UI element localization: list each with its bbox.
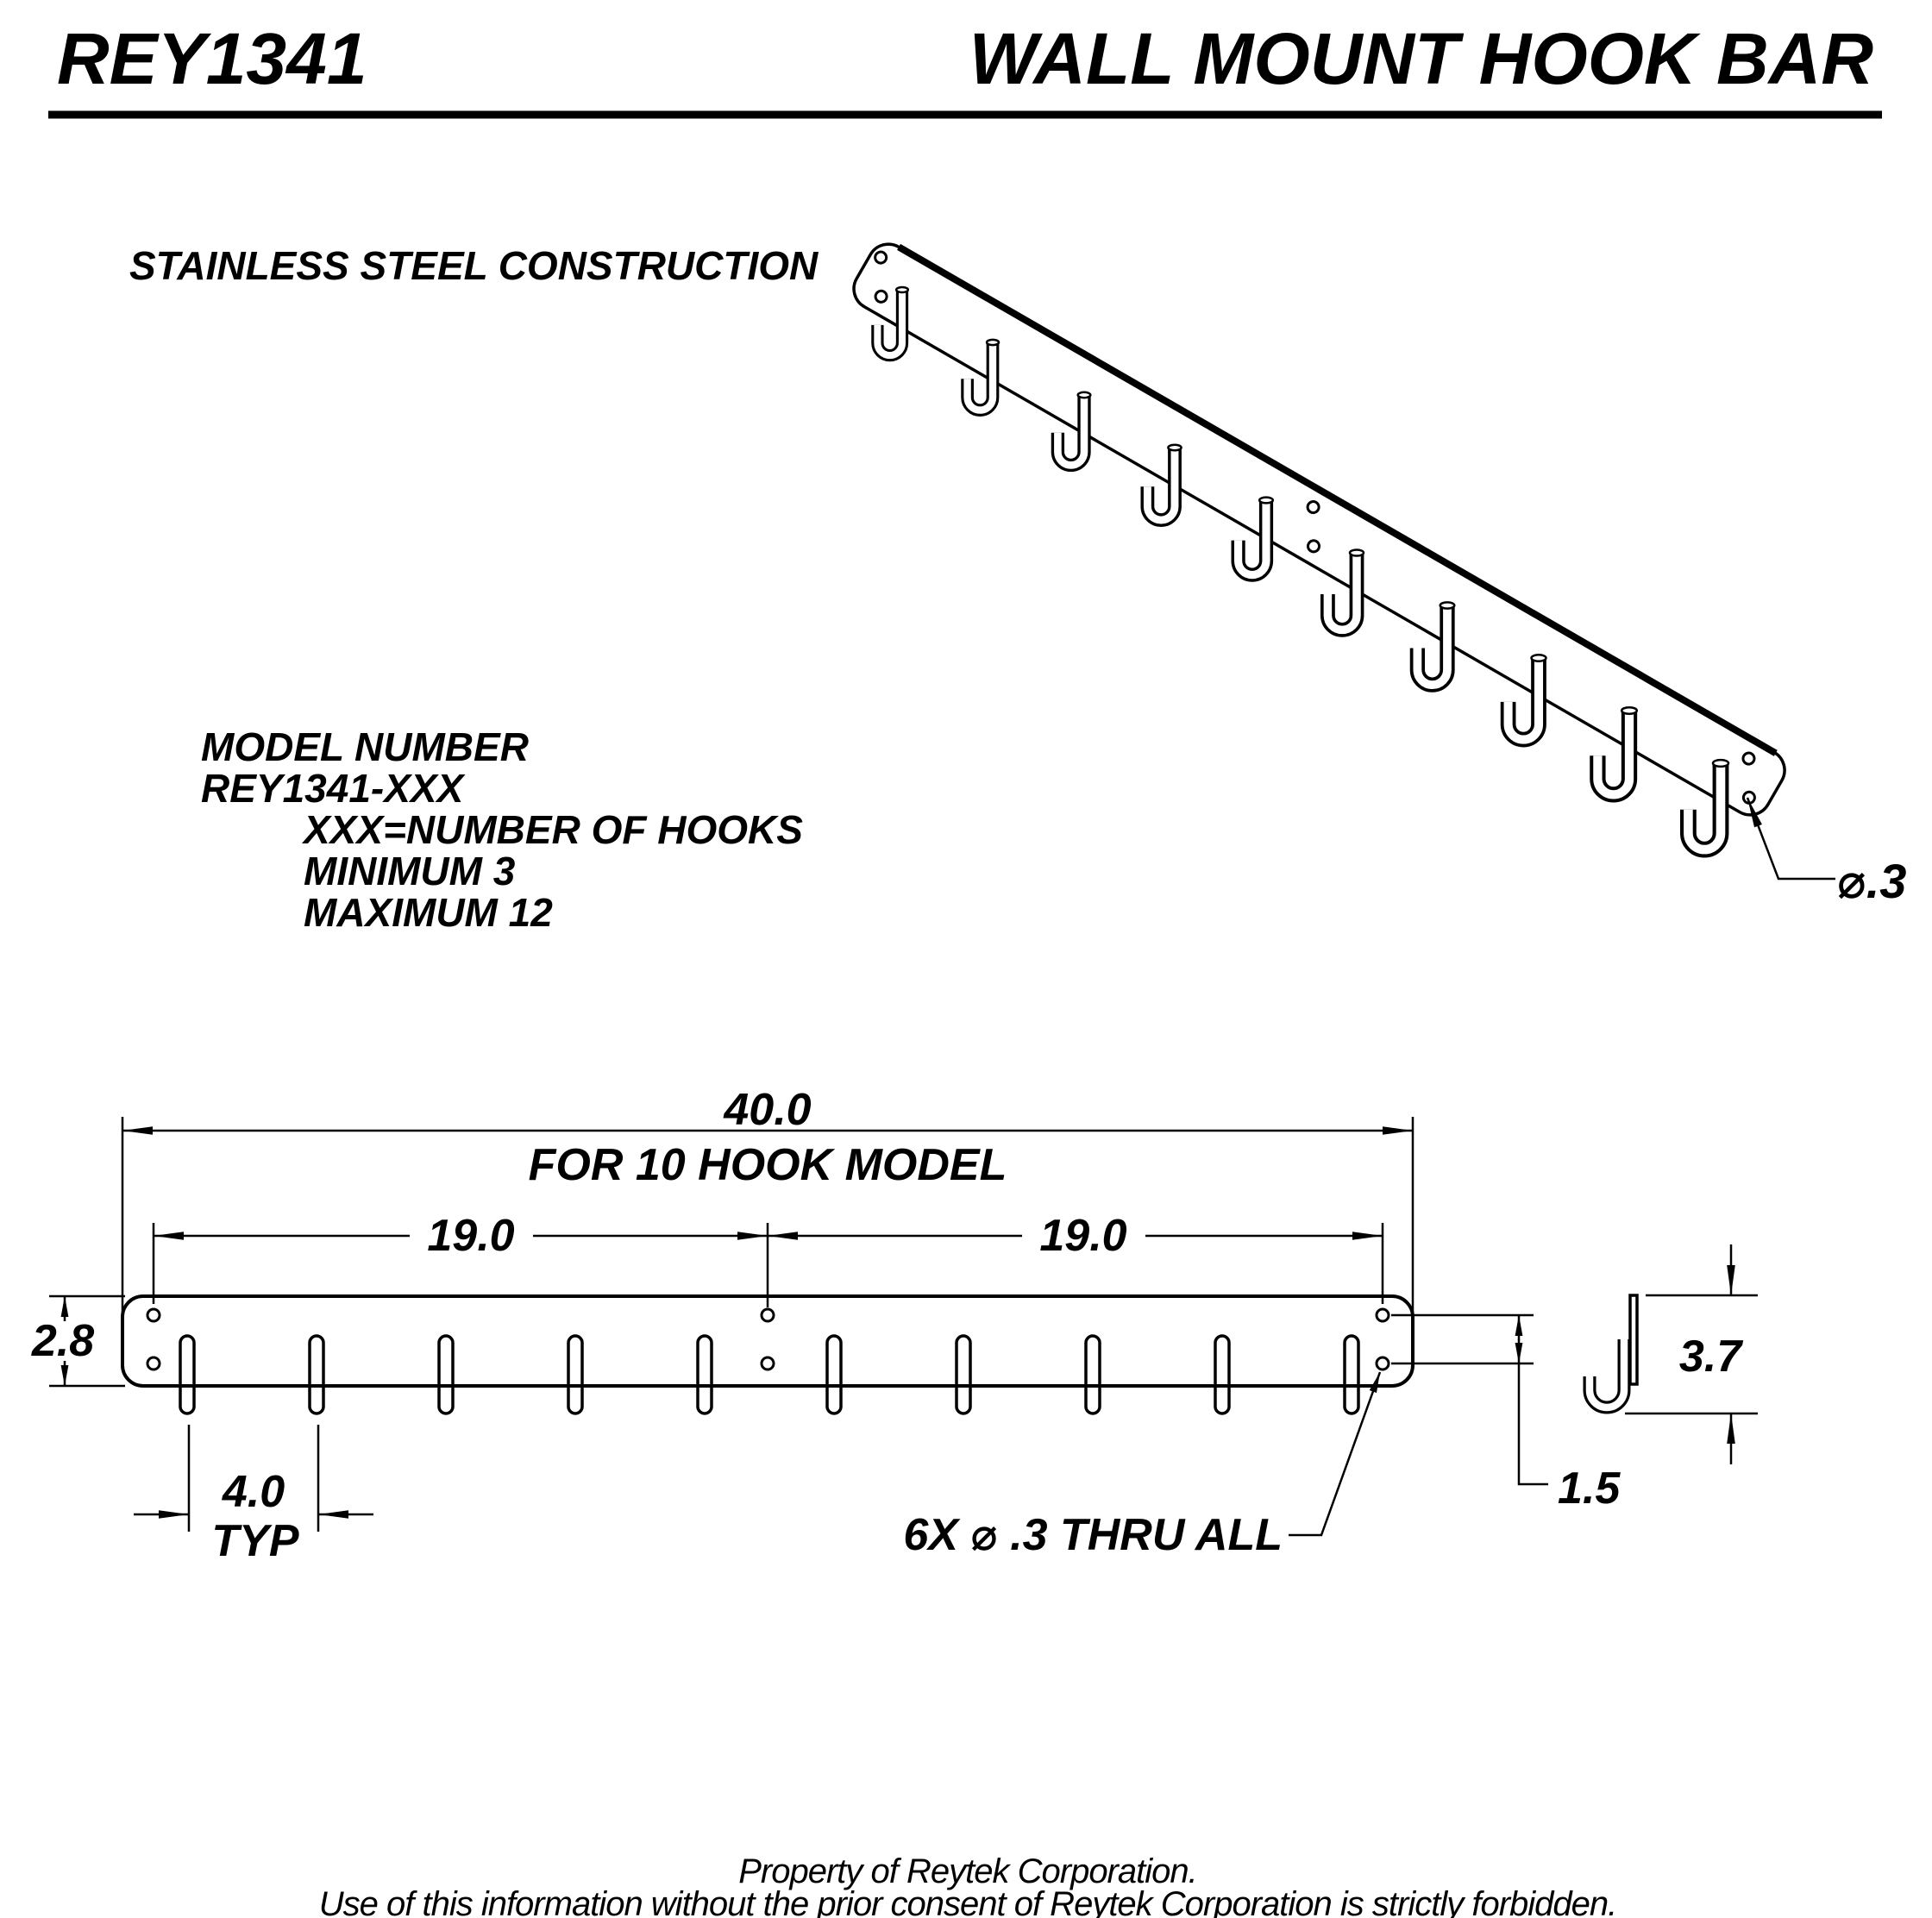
hook-post [1343, 1334, 1360, 1415]
model-number-note: MODEL NUMBER REY1341-XXX XXX=NUMBER OF H… [201, 724, 803, 935]
iso-hole [874, 289, 888, 304]
iso-hook-core [1413, 605, 1452, 689]
footer: Property of Reytek Corporation. Use of t… [319, 1852, 1618, 1918]
iso-hole-diameter-label: ⌀.3 [1837, 854, 1906, 908]
iso-hook-core [1323, 553, 1361, 635]
iso-hole [874, 250, 888, 265]
front-holes [146, 1307, 1390, 1371]
dimension-hook-height: 3.7 [1625, 1244, 1758, 1464]
iso-bar-plate [852, 242, 1786, 817]
iso-hooks [871, 285, 1730, 858]
hook-post [567, 1334, 584, 1415]
hook-post [179, 1334, 196, 1415]
hole-span-right-value: 19.0 [1039, 1211, 1126, 1261]
hole-offset-value: 1.5 [1558, 1464, 1621, 1514]
iso-hook-core [1684, 763, 1726, 855]
dimension-overall-length: 40.0 FOR 10 HOOK MODEL [121, 1085, 1414, 1344]
hook-post [825, 1334, 843, 1415]
hook-spacing-note: TYP [211, 1516, 298, 1566]
iso-hole-callout: ⌀.3 [1746, 797, 1906, 908]
model-minimum: MINIMUM 3 [304, 849, 516, 893]
dimension-bar-height: 2.8 [31, 1294, 125, 1388]
model-code-meaning: XXX=NUMBER OF HOOKS [301, 807, 803, 852]
model-maximum: MAXIMUM 12 [304, 890, 553, 935]
overall-length-note: FOR 10 HOOK MODEL [529, 1140, 1007, 1190]
iso-hook-core [1503, 658, 1544, 744]
iso-hook-tip [1711, 758, 1730, 768]
iso-hook-tip [985, 338, 1000, 347]
page-title: WALL MOUNT HOOK BAR [969, 18, 1874, 99]
iso-hook-tip [1076, 391, 1092, 399]
hook-spacing-value: 4.0 [222, 1467, 285, 1517]
doc-number: REY1341 [57, 18, 367, 99]
iso-hole [1307, 539, 1321, 554]
hole-span-left-value: 19.0 [427, 1211, 514, 1261]
hook-post [1084, 1334, 1101, 1415]
iso-hook-core [1593, 711, 1634, 799]
side-view [1583, 1294, 1639, 1414]
iso-hook-core [874, 290, 906, 360]
side-plate-edge [1628, 1294, 1639, 1386]
mount-hole [1375, 1356, 1390, 1371]
isometric-view: ⌀.3 [852, 242, 1906, 908]
model-code: REY1341-XXX [201, 766, 466, 811]
hook-height-value: 3.7 [1679, 1332, 1743, 1382]
hook-post [308, 1334, 325, 1415]
side-hook-core [1585, 1339, 1628, 1412]
hook-post [696, 1334, 713, 1415]
dimension-hook-spacing: 4.0 TYP [134, 1425, 373, 1566]
mount-hole [760, 1307, 775, 1323]
leader-line [1746, 797, 1835, 881]
iso-hole [1306, 500, 1320, 515]
front-view [121, 1294, 1414, 1415]
iso-hook-core [963, 342, 997, 414]
front-hook-posts [179, 1334, 1360, 1415]
construction-note: STAINLESS STEEL CONSTRUCTION [129, 243, 819, 288]
footer-line2: Use of this information without the prio… [319, 1885, 1617, 1918]
mount-hole [1375, 1307, 1390, 1323]
dimension-hole-spans: 19.0 19.0 [152, 1211, 1384, 1307]
footer-line1: Property of Reytek Corporation. [738, 1852, 1196, 1890]
iso-hook-core [1234, 500, 1270, 580]
mount-hole [146, 1307, 161, 1323]
overall-length-value: 40.0 [723, 1085, 811, 1135]
leader-line [1289, 1371, 1382, 1537]
bar-height-value: 2.8 [31, 1316, 94, 1366]
hook-post [1214, 1334, 1231, 1415]
iso-hook-core [1143, 448, 1179, 524]
iso-hook-tip [1439, 601, 1456, 610]
title-block: REY1341 WALL MOUNT HOOK BAR [48, 18, 1882, 119]
iso-hook-tip [894, 285, 910, 294]
dimension-hole-offset: 1.5 [1391, 1313, 1621, 1514]
hook-post [437, 1334, 455, 1415]
iso-hook-tip [1530, 654, 1547, 662]
iso-hole [1741, 751, 1756, 766]
dimension-hole-callout: 6X ⌀ .3 THRU ALL [903, 1371, 1382, 1560]
model-heading: MODEL NUMBER [201, 724, 529, 769]
iso-hook-tip [1258, 496, 1275, 505]
iso-hook-tip [1348, 548, 1365, 557]
mount-hole [760, 1356, 775, 1371]
iso-bar [852, 242, 1786, 817]
hook-post [955, 1334, 972, 1415]
iso-hook-core [1054, 395, 1088, 469]
iso-hook-tip [1620, 705, 1639, 716]
hole-callout-text: 6X ⌀ .3 THRU ALL [903, 1510, 1283, 1560]
iso-hook-tip [1167, 443, 1182, 452]
mount-hole [146, 1356, 161, 1371]
leader-line [1517, 1363, 1548, 1486]
iso-bar-top-edge [897, 243, 1778, 756]
